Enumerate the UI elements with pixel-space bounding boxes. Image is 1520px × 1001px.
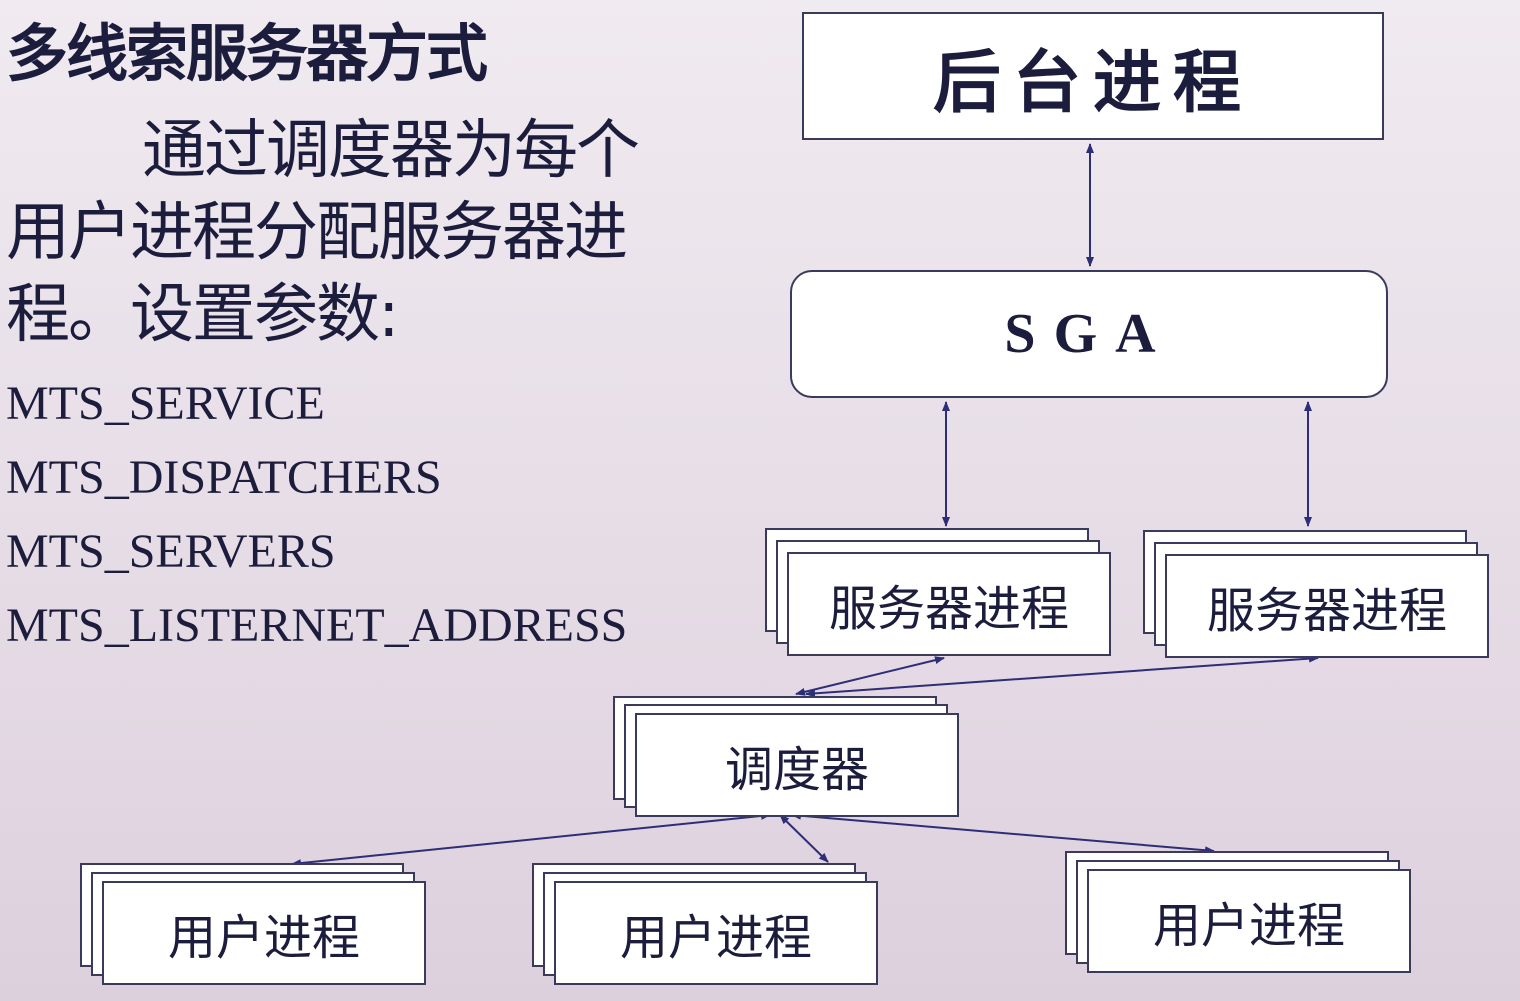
arrow-dispatcher-user-1	[291, 811, 771, 868]
user-process-2: 用户进程	[554, 881, 878, 985]
parameter-mts-dispatchers: MTS_DISPATCHERS	[6, 451, 442, 504]
server-process-2: 服务器进程	[1165, 554, 1489, 658]
user-process-3-label: 用户进程	[1152, 898, 1345, 954]
server-process-1-label: 服务器进程	[828, 581, 1069, 637]
user-process-1-label: 用户进程	[167, 910, 360, 966]
description-line: 用户进程分配服务器进	[6, 196, 628, 270]
description-line: 程。设置参数:	[6, 278, 400, 352]
arrow-dispatcher-user-2	[779, 814, 829, 863]
background-process-label: 后台进程	[932, 43, 1253, 123]
description: 通过调度器为每个 用户进程分配服务器进 程。设置参数:	[6, 110, 706, 356]
parameter-mts-listernet-address: MTS_LISTERNET_ADDRESS	[6, 599, 628, 652]
arrow-server-2-dispatcher	[805, 654, 1319, 698]
slide-title: 多线索服务器方式	[6, 17, 488, 90]
dispatcher-label: 调度器	[724, 742, 869, 798]
user-process-1: 用户进程	[102, 881, 426, 985]
server-process-2-label: 服务器进程	[1206, 583, 1447, 639]
parameter-mts-service: MTS_SERVICE	[6, 377, 325, 430]
user-process-3: 用户进程	[1087, 869, 1411, 973]
server-process-1: 服务器进程	[787, 552, 1111, 656]
user-process-2-label: 用户进程	[619, 910, 812, 966]
dispatcher: 调度器	[635, 713, 959, 817]
sga-box: SGA	[790, 270, 1388, 398]
arrow-dispatcher-user-3	[791, 811, 1215, 855]
description-line: 通过调度器为每个	[142, 114, 640, 188]
sga-label: SGA	[1004, 303, 1174, 365]
background-process-box: 后台进程	[802, 12, 1384, 140]
parameter-mts-servers: MTS_SERVERS	[6, 525, 336, 578]
